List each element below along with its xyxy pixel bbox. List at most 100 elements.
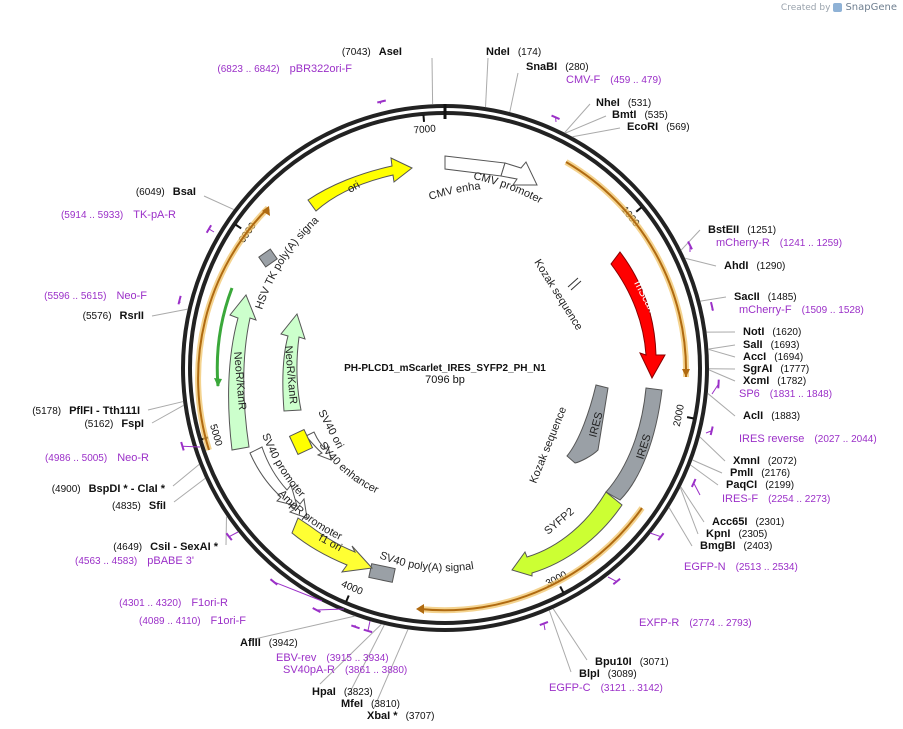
enzyme-site-sgrai: SgrAI(1777)	[708, 363, 809, 375]
enzyme-label: PaqCI(2199)	[726, 479, 794, 491]
enzyme-leader-line	[564, 103, 591, 133]
enzyme-label: XmnI(2072)	[733, 455, 797, 467]
primer-label: mCherry-F(1509 .. 1528)	[739, 304, 864, 316]
enzyme-label: SalI(1693)	[743, 339, 799, 351]
primer-site-sv40pa-r: SV40pA-R(3861 .. 3880)	[283, 620, 407, 676]
primer-leader-line	[182, 445, 201, 448]
enzyme-site-xmni: XmnI(2072)	[699, 436, 797, 467]
enzyme-leader-line	[700, 296, 727, 302]
syfp2-arrow	[511, 491, 623, 577]
enzyme-leader-line	[173, 477, 206, 503]
enzyme-label: AhdI(1290)	[724, 260, 785, 272]
enzyme-label: (5576)RsrII	[83, 310, 144, 322]
primer-site-egfp-c: EGFP-C(3121 .. 3142)	[539, 620, 663, 694]
enzyme-label: (4900)BspDI * - ClaI *	[52, 483, 166, 495]
hsv-tk-polya-block	[258, 248, 278, 268]
primer-site-tk-pa-r: (5914 .. 5933)TK-pA-R	[61, 209, 215, 234]
credit-prefix: Created by	[780, 2, 831, 13]
enzyme-leader-line	[572, 127, 621, 138]
tick-3000	[559, 586, 565, 594]
primer-site-ires-f: IRES-F(2254 .. 2273)	[690, 478, 830, 505]
sv40-promoter-arrow	[249, 446, 298, 507]
feature-label-kozak-1: Kozak sequence	[531, 257, 584, 332]
primer-leader-line	[379, 101, 382, 105]
enzyme-leader-line	[203, 195, 235, 211]
snapgene-logo-icon	[833, 3, 843, 12]
enzyme-label: AclI(1883)	[743, 410, 800, 422]
primer-site-pbabe-3: (4563 .. 4583)pBABE 3'	[75, 531, 239, 567]
sv40-polya-block	[368, 563, 396, 583]
enzyme-site-snabi: SnaBI(280)	[509, 61, 589, 113]
enzyme-site-kpni: KpnI(2305)	[679, 487, 767, 540]
primer-leader-line	[649, 532, 662, 538]
neor-kanr-2-arrow	[280, 312, 306, 412]
primer-site-f1ori-f: (4089 .. 4110)F1ori-F	[139, 607, 345, 627]
feature-label-hsv-tk-polya: HSV TK poly(A) signal	[0, 0, 322, 311]
enzyme-site-bmgbi: BmgBI(2403)	[668, 507, 772, 552]
enzyme-leader-line	[680, 229, 701, 251]
ires-1-block	[566, 384, 609, 464]
primer-site-sp6: SP6(1831 .. 1848)	[711, 379, 832, 400]
enzyme-site-ndei: NdeI(174)	[485, 46, 541, 108]
primer-site-mcherry-f: mCherry-F(1509 .. 1528)	[710, 301, 864, 316]
enzyme-label: MfeI(3810)	[341, 698, 400, 710]
snapgene-credit: Created by SnapGene	[781, 2, 897, 13]
enzyme-site-xcmi: XcmI(1782)	[708, 369, 806, 387]
primer-label: (4986 .. 5005)Neo-R	[45, 452, 149, 464]
enzyme-site-rsrii: (5576)RsrII	[83, 308, 188, 322]
feature-label-cmv-enhancer: CMV enhancer	[0, 0, 482, 203]
enzyme-site-ahdi: AhdI(1290)	[685, 257, 785, 272]
enzyme-leader-line	[679, 487, 699, 535]
enzyme-label: (5178)PflFI - Tth111I	[32, 405, 140, 417]
primer-label: SV40pA-R(3861 .. 3880)	[283, 664, 407, 676]
tick-1000	[635, 206, 643, 213]
enzyme-label: BmgBI(2403)	[700, 540, 772, 552]
feature-label-neor-kanr-2: NeoR/KanR	[282, 345, 299, 405]
primer-mark	[690, 478, 697, 488]
enzyme-leader-line	[225, 516, 228, 546]
sv40-ori-block	[288, 428, 314, 456]
features	[228, 155, 666, 583]
enzyme-leader-line	[680, 486, 705, 523]
enzyme-leader-line	[708, 344, 736, 350]
enzyme-site-bmti: BmtI(535)	[565, 109, 668, 134]
enzyme-label: HpaI(3823)	[312, 686, 373, 698]
enzyme-site-bspdi-clai: (4900)BspDI * - ClaI *	[52, 463, 200, 495]
primer-leader-line	[711, 383, 719, 395]
enzyme-label: XbaI *(3707)	[367, 710, 434, 722]
enzyme-leader-line	[431, 57, 434, 105]
enzyme-label: NdeI(174)	[486, 46, 541, 58]
enzyme-leader-line	[485, 57, 489, 108]
primer-leader-line	[543, 623, 546, 631]
primer-label: IRES-F(2254 .. 2273)	[722, 493, 830, 505]
primer-site-pbr322ori-f: (6823 .. 6842)pBR322ori-F	[217, 63, 387, 105]
primer-label: (5914 .. 5933)TK-pA-R	[61, 209, 176, 221]
enzyme-label: (4649)CsiI - SexAI *	[113, 541, 218, 553]
enzyme-label: PmlI(2176)	[730, 467, 790, 479]
primer-mark	[350, 624, 360, 630]
primer-leader-line	[705, 430, 712, 434]
enzyme-label: (4835)SfiI	[112, 500, 166, 512]
primer-leader-line	[228, 531, 239, 538]
enzyme-site-bsai: (6049)BsaI	[136, 186, 235, 211]
enzyme-site-sali: SalI(1693)	[708, 339, 799, 351]
primer-mark	[363, 628, 373, 634]
primer-leader-line	[208, 228, 215, 233]
primer-leader-line	[273, 581, 323, 602]
tick-4000	[345, 595, 350, 603]
enzyme-label: SacII(1485)	[734, 291, 797, 303]
enzyme-leader-line	[147, 401, 184, 411]
primer-site-f1ori-r: (4301 .. 4320)F1ori-R	[119, 578, 323, 609]
tick-marks	[200, 104, 695, 603]
enzyme-label: SgrAI(1777)	[743, 363, 809, 375]
tick-label-7000: 7000	[413, 124, 437, 137]
primer-label: mCherry-R(1241 .. 1259)	[716, 237, 842, 249]
enzyme-leader-line	[685, 257, 717, 267]
enzyme-leader-line	[347, 624, 385, 697]
ori-arrow	[307, 157, 413, 212]
enzyme-site-noti: NotI(1620)	[706, 326, 801, 338]
primer-leader-line	[316, 608, 345, 611]
primer-label: (5596 .. 5615)Neo-F	[44, 290, 147, 302]
enzyme-leader-line	[699, 436, 726, 462]
